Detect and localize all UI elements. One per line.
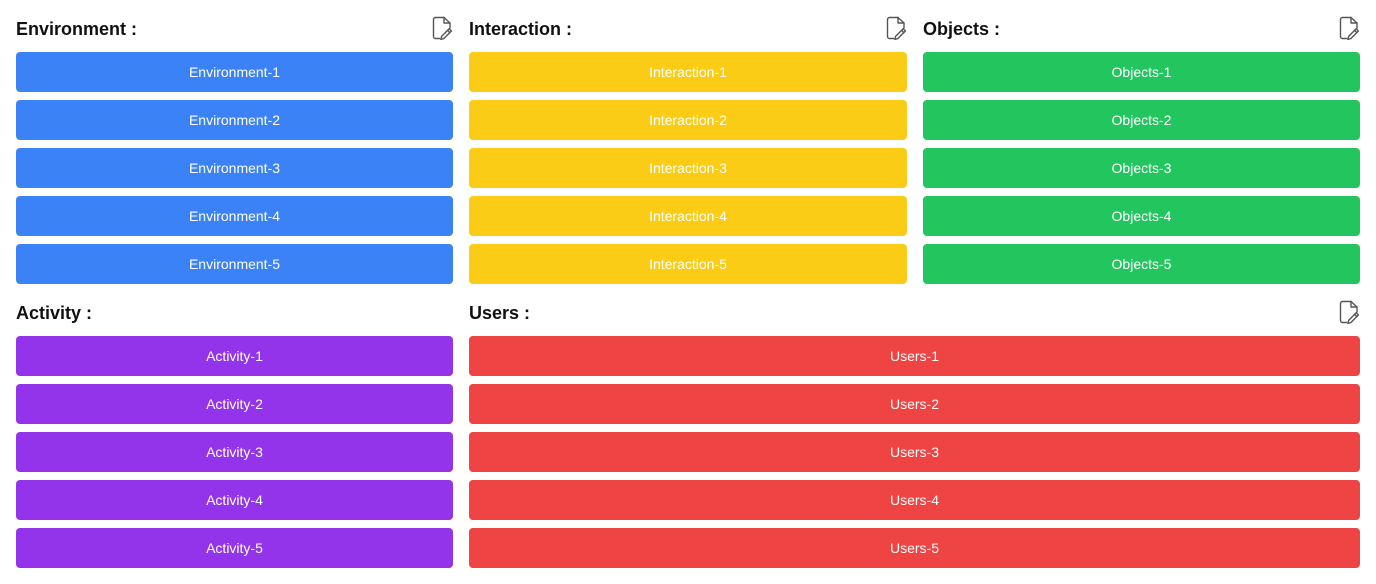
objects-item-button[interactable]: Objects-5	[923, 244, 1360, 284]
section-header: Activity :	[16, 284, 453, 323]
environment-item-button[interactable]: Environment-3	[16, 148, 453, 188]
users-item-button[interactable]: Users-1	[469, 336, 1360, 376]
activity-item-button[interactable]: Activity-3	[16, 432, 453, 472]
activity-item-button[interactable]: Activity-2	[16, 384, 453, 424]
users-item-button[interactable]: Users-2	[469, 384, 1360, 424]
section-title-objects: Objects :	[923, 19, 1001, 39]
users-item-button[interactable]: Users-3	[469, 432, 1360, 472]
objects-item-button[interactable]: Objects-4	[923, 196, 1360, 236]
section-header: Users :	[469, 284, 1360, 324]
section-header: Environment :	[16, 0, 453, 40]
objects-item-button[interactable]: Objects-2	[923, 100, 1360, 140]
interaction-item-button[interactable]: Interaction-3	[469, 148, 907, 188]
activity-item-button[interactable]: Activity-5	[16, 528, 453, 568]
users-item-button[interactable]: Users-5	[469, 528, 1360, 568]
environment-item-button[interactable]: Environment-5	[16, 244, 453, 284]
environment-item-button[interactable]: Environment-2	[16, 100, 453, 140]
environment-item-button[interactable]: Environment-4	[16, 196, 453, 236]
section-title-interaction: Interaction :	[469, 19, 573, 39]
file-edit-icon[interactable]	[1338, 300, 1360, 324]
file-edit-icon[interactable]	[431, 16, 453, 40]
file-edit-icon[interactable]	[1338, 16, 1360, 40]
section-title-users: Users :	[469, 303, 531, 323]
interaction-item-button[interactable]: Interaction-2	[469, 100, 907, 140]
section-header: Objects :	[923, 0, 1360, 40]
interaction-item-button[interactable]: Interaction-4	[469, 196, 907, 236]
section-title-activity: Activity :	[16, 303, 93, 323]
interaction-item-button[interactable]: Interaction-5	[469, 244, 907, 284]
file-edit-icon[interactable]	[885, 16, 907, 40]
users-item-button[interactable]: Users-4	[469, 480, 1360, 520]
section-title-environment: Environment :	[16, 19, 138, 39]
objects-item-button[interactable]: Objects-1	[923, 52, 1360, 92]
environment-item-button[interactable]: Environment-1	[16, 52, 453, 92]
objects-item-button[interactable]: Objects-3	[923, 148, 1360, 188]
interaction-item-button[interactable]: Interaction-1	[469, 52, 907, 92]
activity-item-button[interactable]: Activity-4	[16, 480, 453, 520]
activity-item-button[interactable]: Activity-1	[16, 336, 453, 376]
section-header: Interaction :	[469, 0, 907, 40]
